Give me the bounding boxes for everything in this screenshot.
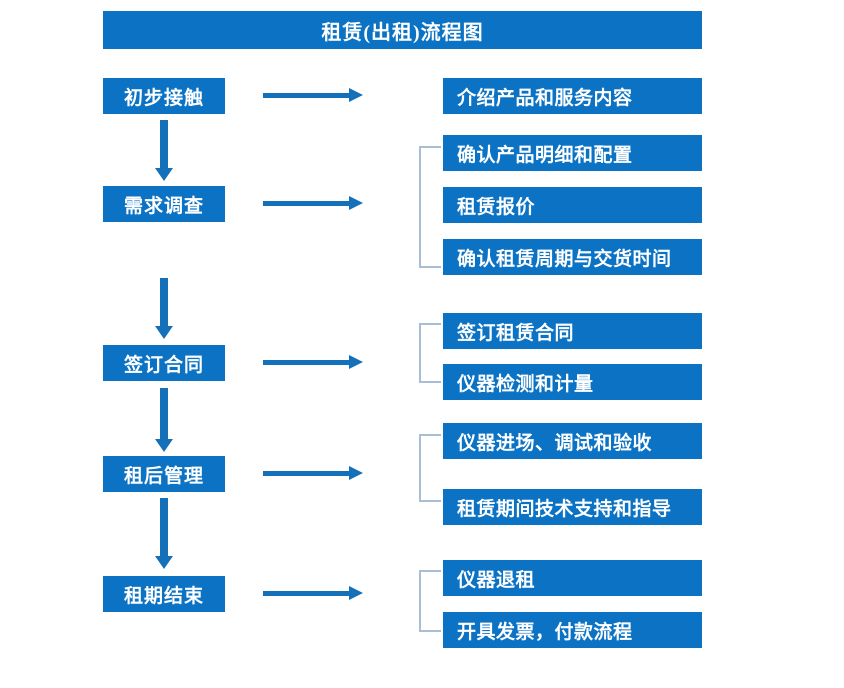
right-arrow-icon [263,586,363,600]
arrow-head [155,168,173,181]
detail-box-intro-products-services[interactable]: 介绍产品和服务内容 [443,78,702,114]
arrow-head [349,88,363,102]
down-arrow-icon [155,388,173,452]
group-bracket-post-rental [419,434,441,502]
arrow-shaft [160,278,168,330]
down-arrow-icon [155,278,173,339]
right-arrow-icon [263,88,363,102]
arrow-head [155,556,173,569]
arrow-shaft [263,360,351,365]
detail-box-confirm-period-delivery[interactable]: 确认租赁周期与交货时间 [443,239,702,275]
arrow-head [155,439,173,452]
detail-box-technical-support[interactable]: 租赁期间技术支持和指导 [443,489,702,525]
right-arrow-icon [263,355,363,369]
stage-box-demand-survey[interactable]: 需求调查 [103,186,225,222]
arrow-shaft [263,471,351,476]
right-arrow-icon [263,196,363,210]
arrow-shaft [263,591,351,596]
arrow-shaft [160,120,168,172]
down-arrow-icon [155,120,173,181]
arrow-shaft [160,498,168,560]
arrow-shaft [263,93,351,98]
group-bracket-demand-survey [419,146,441,268]
stage-box-post-rental-mgmt[interactable]: 租后管理 [103,456,225,492]
detail-box-instrument-onsite-commissioning[interactable]: 仪器进场、调试和验收 [443,423,702,459]
arrow-head [349,196,363,210]
arrow-head [349,355,363,369]
group-bracket-rental-end [419,570,441,632]
stage-box-initial-contact[interactable]: 初步接触 [103,78,225,114]
detail-box-instrument-inspection[interactable]: 仪器检测和计量 [443,364,702,400]
arrow-head [155,326,173,339]
arrow-head [349,586,363,600]
group-bracket-sign-contract [419,323,441,383]
detail-box-instrument-return[interactable]: 仪器退租 [443,560,702,596]
right-arrow-icon [263,466,363,480]
detail-box-confirm-product-spec[interactable]: 确认产品明细和配置 [443,135,702,171]
down-arrow-icon [155,498,173,569]
detail-box-rental-quotation[interactable]: 租赁报价 [443,187,702,223]
stage-box-sign-contract[interactable]: 签订合同 [103,345,225,381]
arrow-shaft [160,388,168,443]
arrow-shaft [263,201,351,206]
page-title: 租赁(出租)流程图 [103,11,702,49]
detail-box-invoice-payment[interactable]: 开具发票，付款流程 [443,612,702,648]
detail-box-sign-rental-contract[interactable]: 签订租赁合同 [443,313,702,349]
stage-box-rental-end[interactable]: 租期结束 [103,576,225,612]
arrow-head [349,466,363,480]
